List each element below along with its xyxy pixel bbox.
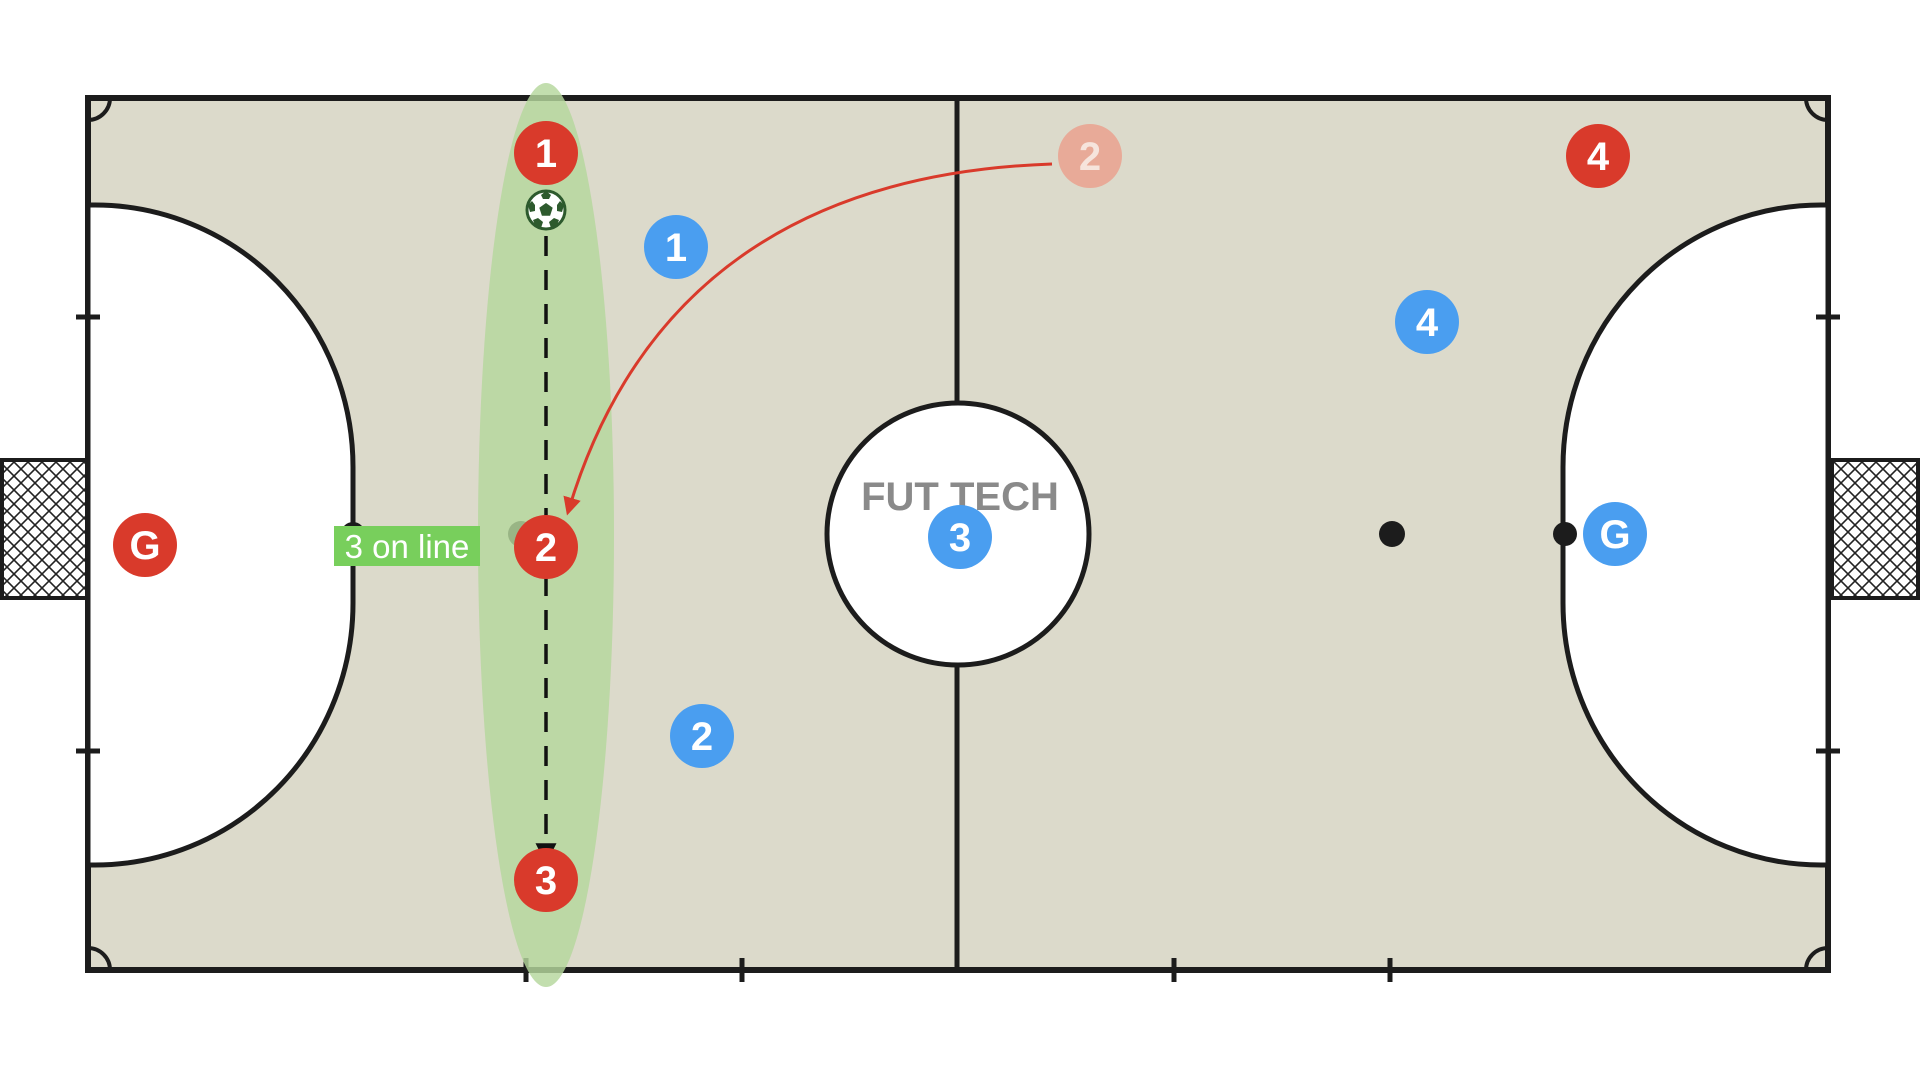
player-red-3: 3 (514, 848, 578, 912)
player-blue-1: 1 (644, 215, 708, 279)
player-red-3-token (514, 848, 578, 912)
left-goal (0, 458, 90, 600)
player-red-g-label: G (129, 524, 160, 568)
player-blue-2: 2 (670, 704, 734, 768)
goal-area-spot-right (1553, 522, 1577, 546)
player-blue-2-token (670, 704, 734, 768)
player-red-g-token (113, 513, 177, 577)
player-blue-4-label: 4 (1416, 301, 1439, 345)
player-blue-3-label: 3 (949, 516, 971, 560)
player-blue-3-token (928, 505, 992, 569)
player-blue-3: 3 (928, 505, 992, 569)
player-red-2-ghost-label: 2 (1079, 135, 1101, 179)
players-layer: 1 2 3 4G 2 1 2 3 4G (113, 121, 1647, 912)
player-red-1-label: 1 (535, 132, 557, 176)
pass-arrow (563, 162, 1053, 516)
player-red-2-ghost: 2 (1058, 124, 1122, 188)
penalty-spot-right (1379, 521, 1405, 547)
player-red-4-label: 4 (1587, 135, 1610, 179)
right-goal (1830, 458, 1920, 600)
player-red-4: 4 (1566, 124, 1630, 188)
zone-label: 3 on line (334, 526, 480, 566)
player-red-1: 1 (514, 121, 578, 185)
player-blue-g-token (1583, 502, 1647, 566)
player-blue-g: G (1583, 502, 1647, 566)
player-blue-4-token (1395, 290, 1459, 354)
player-blue-1-label: 1 (665, 226, 687, 270)
player-red-2-ghost-token (1058, 124, 1122, 188)
player-blue-2-label: 2 (691, 715, 713, 759)
player-red-2-label: 2 (535, 526, 557, 570)
player-red-2: 2 (514, 515, 578, 579)
right-penalty-area (1560, 202, 1831, 868)
corner-arcs (87, 97, 1829, 971)
player-blue-4: 4 (1395, 290, 1459, 354)
zone-label-text: 3 on line (345, 528, 470, 565)
soccer-ball-icon (525, 189, 567, 231)
player-red-4-token (1566, 124, 1630, 188)
left-penalty-area (85, 202, 356, 868)
player-red-2-token (514, 515, 578, 579)
player-red-3-label: 3 (535, 859, 557, 903)
player-red-1-token (514, 121, 578, 185)
player-blue-g-label: G (1599, 513, 1630, 557)
player-blue-1-token (644, 215, 708, 279)
player-red-g: G (113, 513, 177, 577)
